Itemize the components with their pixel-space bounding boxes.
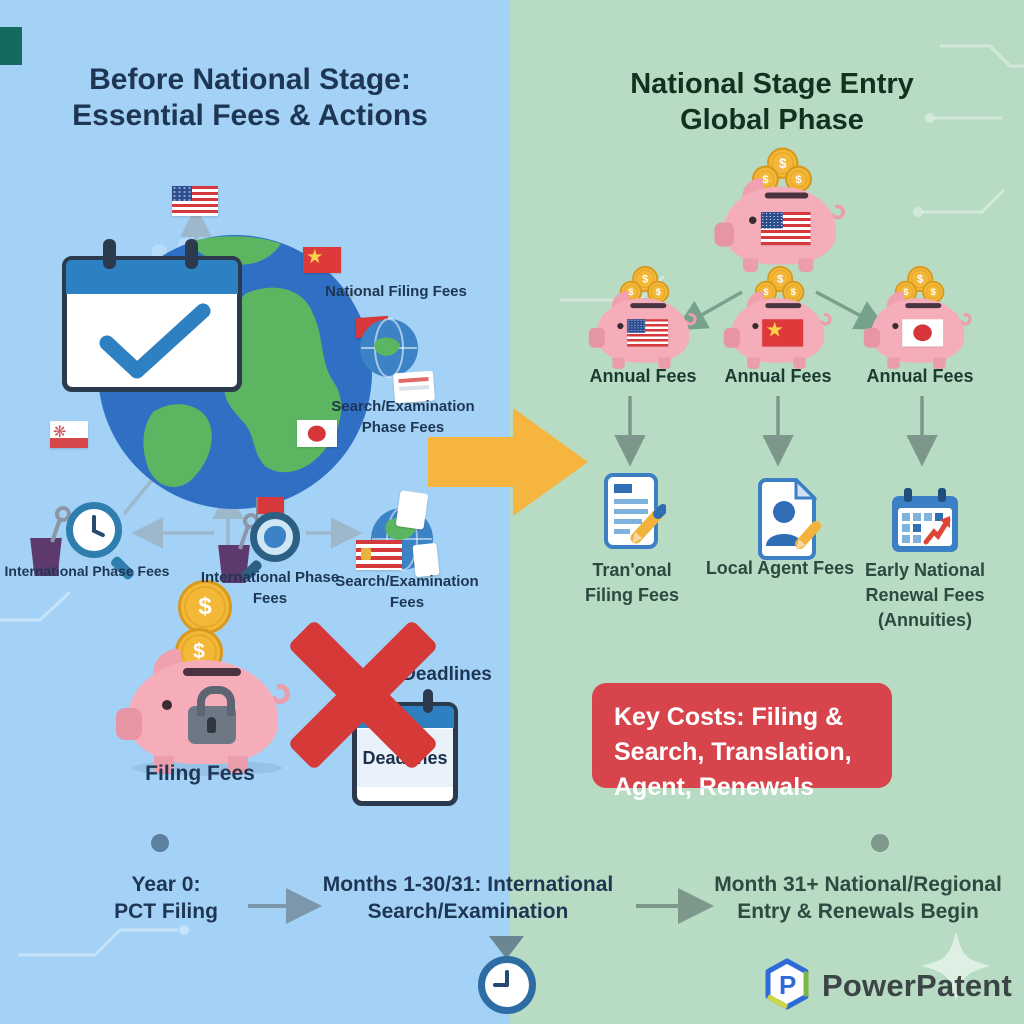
annual-fees-label: Annual Fees: [724, 366, 832, 386]
generic-flag-icon: [50, 421, 88, 448]
deadlines-label: Deadlines: [402, 664, 492, 685]
striped-flag-icon: [356, 540, 402, 570]
us-flag-icon: [172, 186, 218, 216]
padlock-icon: [188, 686, 236, 744]
key-costs-box: Key Costs: Filing & Search, Translation,…: [592, 683, 892, 801]
japan-flag-icon: [297, 420, 337, 447]
translation-document-icon: [604, 473, 666, 549]
clock-icon: [478, 956, 536, 1014]
piggy-bank-china-icon: $ $ $: [723, 265, 834, 369]
powerpatent-logo-text: PowerPatent: [822, 968, 1012, 1003]
x-mark-icon: [287, 619, 439, 771]
translation-filing-fees-label: Tran'onal Filing Fees: [584, 560, 680, 605]
us-flag-icon: [627, 319, 669, 347]
renewal-calendar-icon: [892, 488, 958, 552]
piggy-bank-us-icon: $ $ $: [714, 147, 848, 272]
key-icon: [50, 506, 71, 543]
flag-pole: [256, 497, 258, 523]
piggy-bank-locked-icon: [116, 642, 294, 776]
powerpatent-logo-icon: P: [765, 958, 809, 1010]
svg-text:P: P: [779, 970, 796, 1000]
search-exam-fees-label: Search/Examination Fees: [335, 573, 479, 611]
local-agent-fees-label: Local Agent Fees: [705, 558, 855, 578]
magnifier-globe-icon: [240, 512, 300, 582]
coin-stack-icon: $ $ $: [754, 265, 805, 304]
early-national-renewal-fees-label: Early National Renewal Fees (Annuities): [864, 560, 986, 630]
local-agent-icon: [758, 478, 821, 560]
milestone-month31-label: Month 31+ National/Regional Entry & Rene…: [714, 873, 1002, 923]
china-flag-icon: [762, 318, 804, 347]
mini-globe-icon: [360, 318, 418, 378]
calendar-check-icon: [62, 239, 242, 392]
coin-icon: $: [178, 580, 232, 634]
japan-flag-icon: [902, 319, 944, 347]
international-phase-fees-label-2: International Phase Fees: [200, 569, 340, 607]
left-title: Before National Stage: Essential Fees & …: [72, 63, 428, 132]
milestone-international-label: Months 1-30/31: International Search/Exa…: [322, 873, 614, 923]
annual-fees-label: Annual Fees: [866, 366, 974, 386]
filing-fees-label: Filing Fees: [145, 762, 255, 785]
paper-icon: [395, 490, 429, 530]
annual-fees-label: Annual Fees: [589, 366, 697, 386]
piggy-bank-japan-icon: $ $ $: [863, 265, 974, 369]
milestone-year0-label: Year 0: PCT Filing: [114, 873, 218, 923]
piggy-bank-us-icon: $ $ $: [588, 265, 699, 369]
us-flag-icon: [761, 212, 811, 245]
international-phase-fees-label-1: International Phase Fees: [4, 563, 170, 579]
right-title: National Stage Entry Global Phase: [630, 68, 914, 136]
national-filing-fees-label: National Filing Fees: [325, 283, 467, 300]
clock-magnifier-icon: [66, 502, 136, 582]
mini-red-flag-icon: [258, 497, 284, 514]
fee-bucket-icon: [30, 538, 62, 576]
search-exam-phase-fees-label: Search/Examination Phase Fees: [331, 398, 475, 436]
china-flag-icon: [303, 245, 341, 273]
corner-accent: [0, 27, 22, 65]
